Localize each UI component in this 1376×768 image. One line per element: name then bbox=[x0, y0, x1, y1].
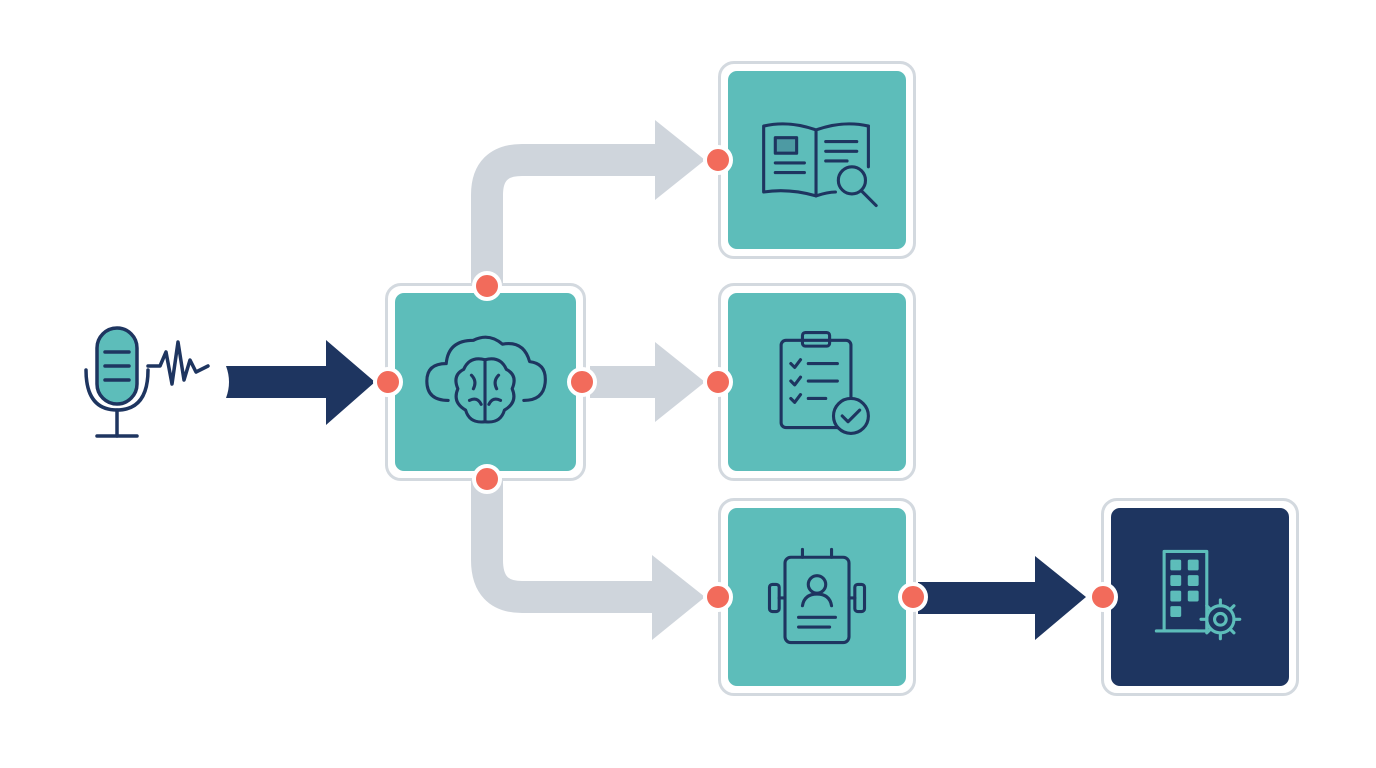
port-checklist-left bbox=[703, 367, 733, 397]
connector-output-arrow bbox=[918, 556, 1086, 640]
checklist-node[interactable] bbox=[718, 283, 916, 481]
connector-to-profile bbox=[471, 478, 660, 613]
port-profile-right bbox=[898, 582, 928, 612]
port-brain-top bbox=[472, 271, 502, 301]
building-gear-icon bbox=[1154, 549, 1242, 641]
port-enterprise-left bbox=[1088, 582, 1118, 612]
id-badge-icon bbox=[767, 547, 867, 645]
ai-brain-node[interactable] bbox=[385, 283, 586, 481]
profile-node[interactable] bbox=[718, 498, 916, 696]
port-brain-left bbox=[373, 367, 403, 397]
port-profile-left bbox=[703, 582, 733, 612]
connector-to-knowledge bbox=[471, 144, 660, 290]
book-search-icon bbox=[762, 122, 878, 208]
arrowhead-to-knowledge bbox=[655, 120, 705, 200]
clipboard-check-icon bbox=[779, 330, 870, 435]
connector-to-checklist bbox=[590, 366, 662, 398]
arrowhead-to-profile bbox=[652, 555, 705, 640]
cloud-brain-icon bbox=[425, 335, 547, 424]
port-brain-bottom bbox=[472, 464, 502, 494]
microphone-waveform-icon bbox=[84, 326, 210, 438]
enterprise-node[interactable] bbox=[1101, 498, 1299, 696]
port-knowledge-left bbox=[703, 145, 733, 175]
connector-input-arrow bbox=[226, 340, 375, 425]
arrowhead-to-checklist bbox=[655, 342, 705, 422]
port-brain-right bbox=[567, 367, 597, 397]
knowledge-node[interactable] bbox=[718, 61, 916, 259]
